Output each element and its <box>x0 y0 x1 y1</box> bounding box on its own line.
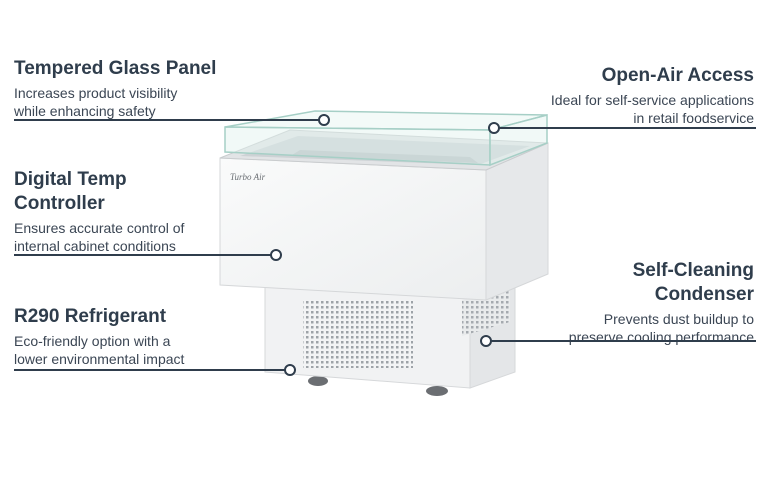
feature-title: Tempered Glass Panel <box>14 58 217 79</box>
callout-line-self-cleaning <box>490 340 756 342</box>
brand-logo: Turbo Air <box>230 172 266 182</box>
description-line-1: Ideal for self-service applications <box>550 92 754 108</box>
description-line-1: Eco-friendly option with a <box>14 333 171 349</box>
callout-dot-self-cleaning <box>480 335 492 347</box>
feature-description: Ensures accurate control of internal cabi… <box>14 219 184 255</box>
feature-description: Ideal for self-service applications in re… <box>551 91 754 127</box>
title-line-2: Condenser <box>654 284 754 305</box>
description-line-1: Ensures accurate control of <box>14 220 185 236</box>
feature-description: Increases product visibility while enhanc… <box>14 84 216 120</box>
title-line-1: Self-Cleaning <box>632 260 754 281</box>
description-line-2: in retail foodservice <box>633 110 754 126</box>
feature-description: Eco-friendly option with a lower environm… <box>14 332 184 368</box>
description-line-2: internal cabinet conditions <box>14 238 176 254</box>
cabinet-side <box>485 142 549 301</box>
description-line-2: while enhancing safety <box>14 103 156 119</box>
front-vent-grille <box>303 300 413 368</box>
caster-right <box>426 386 448 396</box>
feature-open-air-access: Open-Air Access Ideal for self-service a… <box>551 64 754 127</box>
callout-dot-digital-temp <box>270 249 282 261</box>
callout-line-tempered-glass <box>14 119 320 121</box>
description-line-2: preserve cooling performance <box>568 329 754 345</box>
description-line-1: Increases product visibility <box>14 85 178 101</box>
feature-tempered-glass: Tempered Glass Panel Increases product v… <box>14 57 216 120</box>
title-line-1: Digital Temp <box>14 169 127 190</box>
callout-line-r290 <box>14 369 286 371</box>
callout-dot-tempered-glass <box>318 114 330 126</box>
interior-shelf <box>292 150 478 163</box>
callout-line-open-air <box>498 127 756 129</box>
feature-title: R290 Refrigerant <box>14 306 167 327</box>
feature-title: Open-Air Access <box>601 65 754 86</box>
caster-left <box>308 376 328 386</box>
description-line-2: lower environmental impact <box>14 351 185 367</box>
callout-dot-r290 <box>284 364 296 376</box>
callout-line-digital-temp <box>14 254 272 256</box>
title-line-2: Controller <box>14 193 105 214</box>
callout-dot-open-air <box>488 122 500 134</box>
feature-r290-refrigerant: R290 Refrigerant Eco-friendly option wit… <box>14 305 184 368</box>
description-line-1: Prevents dust buildup to <box>603 311 754 327</box>
